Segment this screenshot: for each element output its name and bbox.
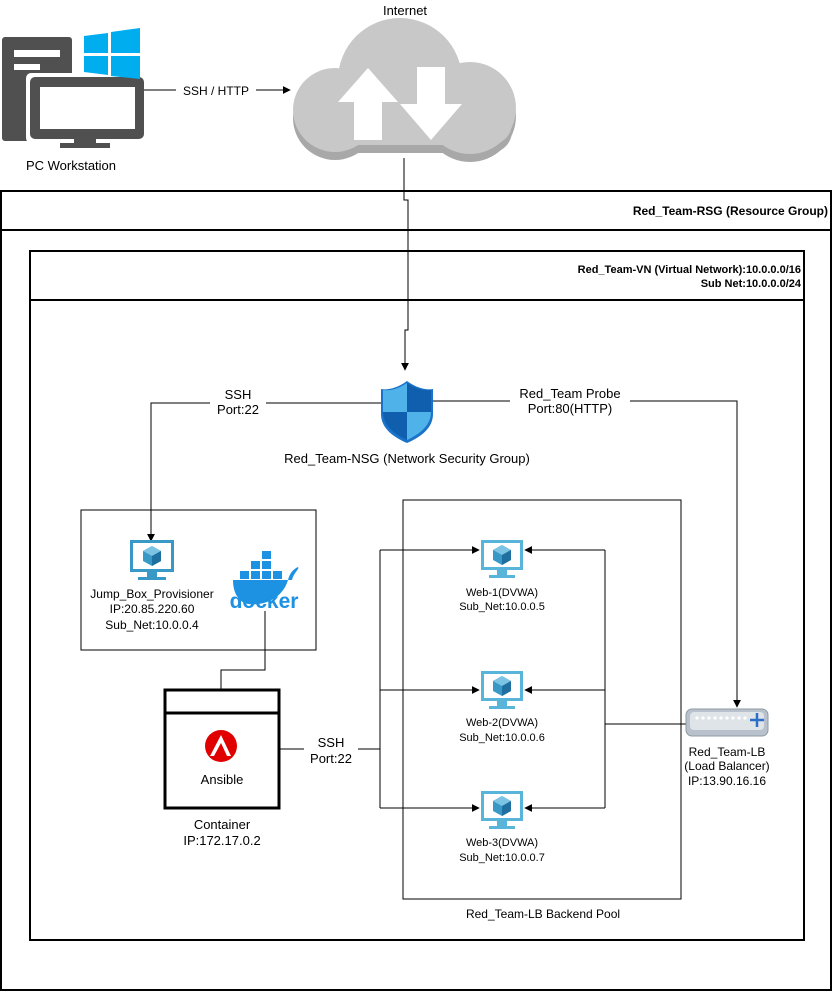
ansible-ssh-label-bg bbox=[304, 734, 358, 767]
backend-pool-label: Red_Team-LB Backend Pool bbox=[466, 907, 620, 921]
web3-vm-icon bbox=[481, 791, 523, 829]
probe-edge-label-bg bbox=[510, 385, 630, 417]
docker-wordmark: docker bbox=[230, 590, 299, 613]
jumpbox-subnet: Sub_Net:10.0.0.4 bbox=[105, 618, 199, 632]
probe-edge-label-line1: Red_Team Probe bbox=[519, 386, 620, 401]
internet-label: Internet bbox=[383, 3, 427, 18]
jumpbox-name: Jump_Box_Provisioner bbox=[90, 587, 213, 601]
ssh-edge-label-line2: Port:22 bbox=[217, 402, 259, 417]
download-arrow-icon bbox=[400, 67, 462, 140]
lb-label-line3: IP:13.90.16.16 bbox=[688, 774, 766, 788]
resource-group-label: Red_Team-RSG (Resource Group) bbox=[633, 204, 828, 218]
backend-pool-frame bbox=[402, 499, 682, 900]
ansible-ssh-label-line1: SSH bbox=[318, 735, 345, 750]
ssh-edge-label-bg bbox=[210, 386, 266, 418]
shield-icon bbox=[381, 381, 433, 443]
nsg-to-jumpbox-edge bbox=[147, 402, 381, 542]
resource-group-frame bbox=[0, 190, 832, 991]
nsg-label: Red_Team-NSG (Network Security Group) bbox=[284, 451, 530, 466]
upload-arrow-icon bbox=[338, 68, 398, 140]
ssh-edge-label-line1: SSH bbox=[225, 387, 252, 402]
windows-logo-icon bbox=[84, 28, 140, 79]
web1-subnet: Sub_Net:10.0.0.5 bbox=[459, 601, 545, 613]
web2-subnet: Sub_Net:10.0.0.6 bbox=[459, 732, 545, 744]
web3-name: Web-3(DVWA) bbox=[466, 837, 538, 849]
web1-vm-icon bbox=[481, 540, 523, 578]
web1-name: Web-1(DVWA) bbox=[466, 587, 538, 599]
vn-label-line1: Red_Team-VN (Virtual Network):10.0.0.0/1… bbox=[578, 264, 801, 276]
web2-vm-icon bbox=[481, 671, 523, 709]
ansible-ssh-label-line2: Port:22 bbox=[310, 751, 352, 766]
internet-to-nsg-edge bbox=[401, 158, 409, 371]
lb-label-line2: (Load Balancer) bbox=[684, 759, 769, 773]
jumpbox-group-frame bbox=[80, 509, 317, 651]
web2-name: Web-2(DVWA) bbox=[466, 717, 538, 729]
lb-label-line1: Red_Team-LB bbox=[689, 745, 766, 759]
load-balancer-icon bbox=[685, 708, 769, 737]
jumpbox-ip: IP:20.85.220.60 bbox=[110, 602, 195, 616]
nsg-to-lb-edge bbox=[433, 400, 741, 708]
docker-icon: docker bbox=[230, 551, 299, 613]
vn-label-line2: Sub Net:10.0.0.0/24 bbox=[701, 278, 802, 290]
virtual-network-frame bbox=[29, 250, 805, 941]
ansible-icon bbox=[205, 730, 237, 762]
virtual-machine-icon bbox=[130, 540, 174, 580]
cloud-icon bbox=[293, 18, 516, 162]
container-title: Container bbox=[194, 817, 251, 832]
container-ip: IP:172.17.0.2 bbox=[183, 833, 260, 848]
web3-subnet: Sub_Net:10.0.0.7 bbox=[459, 852, 545, 864]
workstation-icon bbox=[2, 37, 148, 148]
workstation-label: PC Workstation bbox=[26, 158, 116, 173]
ssh-http-label-bg bbox=[176, 82, 256, 98]
probe-edge-label-line2: Port:80(HTTP) bbox=[528, 401, 613, 416]
ssh-http-label: SSH / HTTP bbox=[183, 84, 249, 98]
ansible-label: Ansible bbox=[201, 772, 244, 787]
